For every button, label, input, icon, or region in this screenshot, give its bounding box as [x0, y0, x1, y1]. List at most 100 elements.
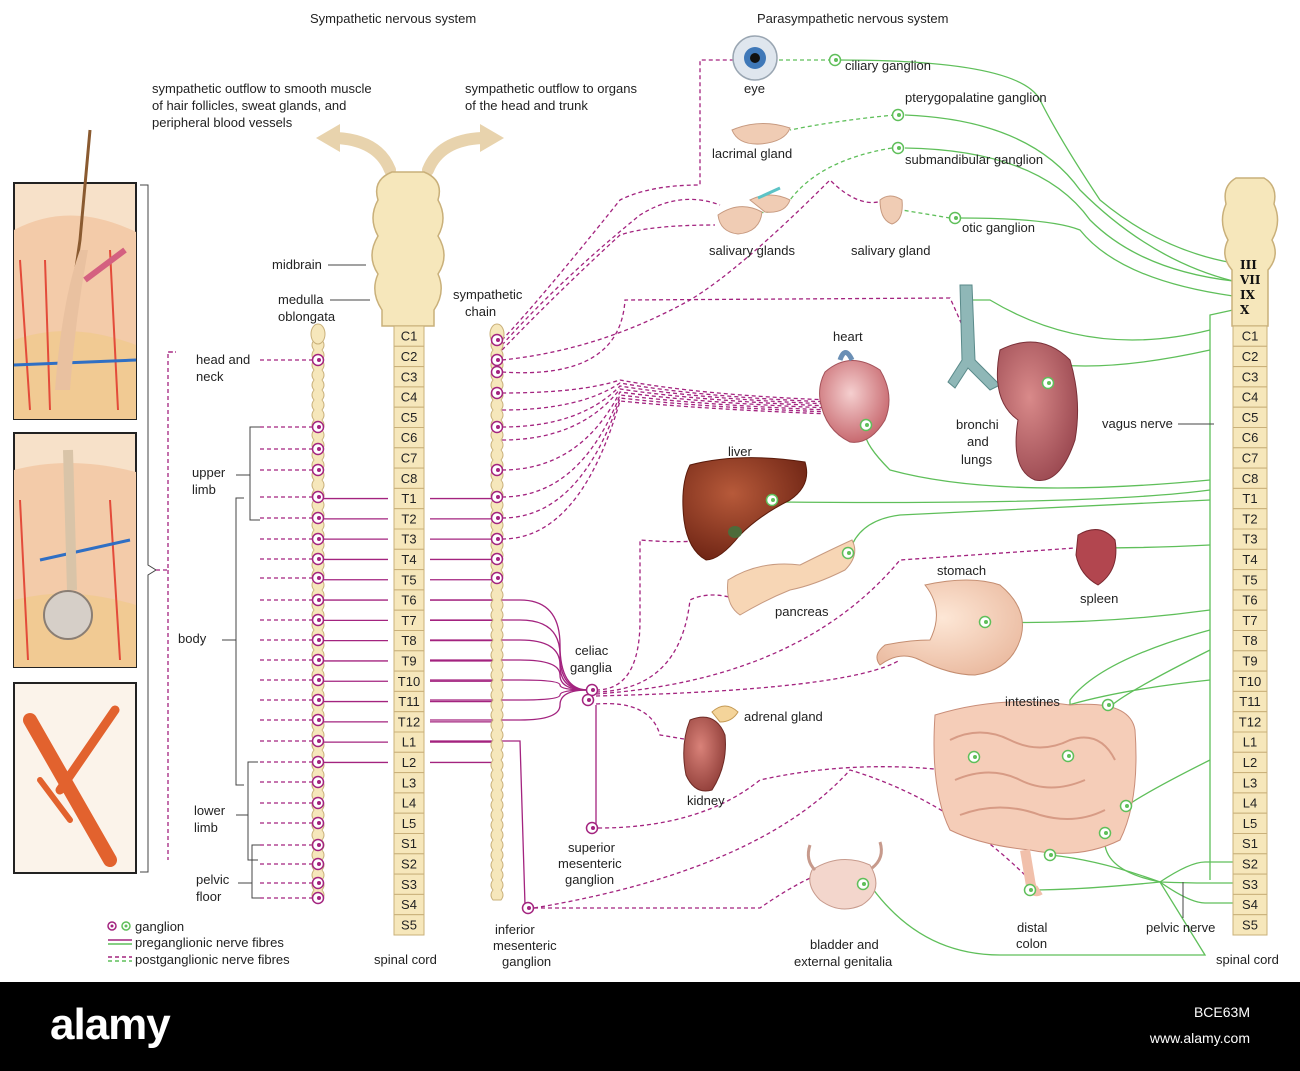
- pelvic-bladder: [869, 881, 1207, 956]
- region-lower-limb-2: limb: [194, 820, 218, 835]
- right-segment-label: T7: [1242, 613, 1257, 628]
- ganglion-marker-dot: [865, 423, 869, 427]
- label-ciliary-ganglion: ciliary ganglion: [845, 58, 931, 73]
- region-lower-limb-1: lower: [194, 803, 226, 818]
- ganglion-marker-dot: [317, 516, 321, 520]
- region-brackets: [222, 426, 262, 899]
- ganglion-marker-dot: [897, 113, 901, 117]
- chain-top: [310, 323, 326, 345]
- ganglion-marker-dot: [496, 468, 500, 472]
- ganglion-marker-dot: [591, 826, 595, 830]
- pre-cn7-b: [904, 147, 1234, 282]
- heart-illustration: [819, 350, 890, 443]
- left-segment-label: T3: [401, 532, 416, 547]
- pelvic-colon: [1049, 854, 1161, 883]
- right-segment-label: T8: [1242, 633, 1257, 648]
- vagus-pancreas: [849, 499, 1211, 551]
- legend-post-label: postganglionic nerve fibres: [135, 952, 290, 967]
- ganglion-marker-dot: [317, 821, 321, 825]
- pancreas-illustration: [727, 539, 856, 616]
- watermark-brand: alamy: [50, 1000, 171, 1049]
- right-segment-label: T9: [1242, 653, 1257, 668]
- spleen-illustration: [1075, 529, 1117, 586]
- outflow-left-line3: peripheral blood vessels: [152, 115, 293, 130]
- pelvic-colon-3: [1029, 881, 1161, 891]
- salivary-gland-illustration: [879, 195, 903, 225]
- bladder-illustration: [806, 841, 883, 910]
- right-brain-stem: [1221, 177, 1279, 327]
- right-segment-label: T5: [1242, 572, 1257, 587]
- left-segment-label: L1: [402, 735, 416, 750]
- body-bracket-link: [156, 351, 176, 860]
- label-spinal-cord-right: spinal cord: [1216, 952, 1279, 967]
- right-segment-label: C7: [1242, 450, 1259, 465]
- ganglion-marker-dot: [317, 801, 321, 805]
- left-segment-label: S1: [401, 836, 417, 851]
- legend: ganglion preganglionic nerve fibres post…: [107, 919, 290, 967]
- left-segment-label: T8: [401, 633, 416, 648]
- label-midbrain: midbrain: [272, 257, 322, 272]
- left-segment-label: C4: [401, 390, 418, 405]
- ganglion-marker-dot: [954, 216, 958, 220]
- pre-cn7: [904, 114, 1234, 282]
- ganglion-marker-dot: [317, 537, 321, 541]
- liver-illustration: [682, 457, 808, 561]
- ganglion-marker-dot: [1125, 804, 1129, 808]
- right-segment-label: S5: [1242, 917, 1258, 932]
- ganglion-marker-dot: [317, 881, 321, 885]
- right-segment-label: C5: [1242, 410, 1259, 425]
- left-segment-label: T12: [398, 714, 420, 729]
- label-medulla-2: oblongata: [278, 309, 336, 324]
- ganglion-marker-dot: [317, 638, 321, 642]
- left-brain-stem: [371, 171, 445, 327]
- left-segment-label: T7: [401, 613, 416, 628]
- outflow-left-line1: sympathetic outflow to smooth muscle: [152, 81, 372, 96]
- ganglion-marker-dot: [317, 358, 321, 362]
- splanchnic-fibre: [430, 679, 589, 691]
- splanchnic-fibre: [430, 689, 589, 701]
- splanchnic-fibre: [430, 599, 589, 691]
- vagus-liver: [779, 489, 1211, 504]
- label-sup-mes-2: mesenteric: [558, 856, 622, 871]
- post-to-pancreas: [595, 594, 741, 693]
- post-to-heart: [501, 400, 831, 540]
- right-cord-segment: [1232, 914, 1268, 936]
- right-segment-label: C8: [1242, 471, 1259, 486]
- ganglion-marker-dot: [317, 698, 321, 702]
- ganglion-marker-dot: [317, 468, 321, 472]
- ganglion-marker-dot: [1067, 754, 1071, 758]
- region-body: body: [178, 631, 207, 646]
- ganglion-marker-dot: [317, 678, 321, 682]
- post-to-heart: [501, 382, 831, 411]
- region-head-neck-1: head and: [196, 352, 250, 367]
- ganglion-marker-dot: [1107, 703, 1111, 707]
- ganglion-marker-dot: [317, 425, 321, 429]
- left-segment-label: T9: [401, 653, 416, 668]
- legend-ganglion-label: ganglion: [135, 919, 184, 934]
- post-to-salivary-2: [501, 224, 716, 351]
- region-pelvic-floor-2: floor: [196, 889, 222, 904]
- right-segment-label: C3: [1242, 369, 1259, 384]
- left-segment-label: S5: [401, 917, 417, 932]
- left-segment-label: T2: [401, 511, 416, 526]
- cranial-nerve-label: IX: [1240, 288, 1256, 302]
- label-vagus-nerve: vagus nerve: [1102, 416, 1173, 431]
- ganglion-marker-dot: [317, 557, 321, 561]
- watermark-image-id: BCE63M: [1193, 1004, 1250, 1020]
- left-segment-label: S3: [401, 877, 417, 892]
- head-neck-link: [168, 352, 176, 860]
- vagus-intestines: [1069, 629, 1211, 755]
- eye-illustration: [732, 35, 778, 81]
- post-to-heart: [501, 379, 831, 401]
- label-colon-1: distal: [1017, 920, 1047, 935]
- post-to-eye: [501, 59, 748, 341]
- post-to-salivary-gland: [501, 179, 886, 361]
- ganglion-marker-dot: [496, 370, 500, 374]
- stomach-illustration: [876, 579, 1023, 676]
- right-segment-label: S2: [1242, 856, 1258, 871]
- pelvic-root: [1159, 881, 1233, 884]
- label-kidney: kidney: [687, 793, 725, 808]
- post-to-heart: [501, 391, 831, 471]
- ganglion-marker-dot: [317, 862, 321, 866]
- right-segment-label: T6: [1242, 593, 1257, 608]
